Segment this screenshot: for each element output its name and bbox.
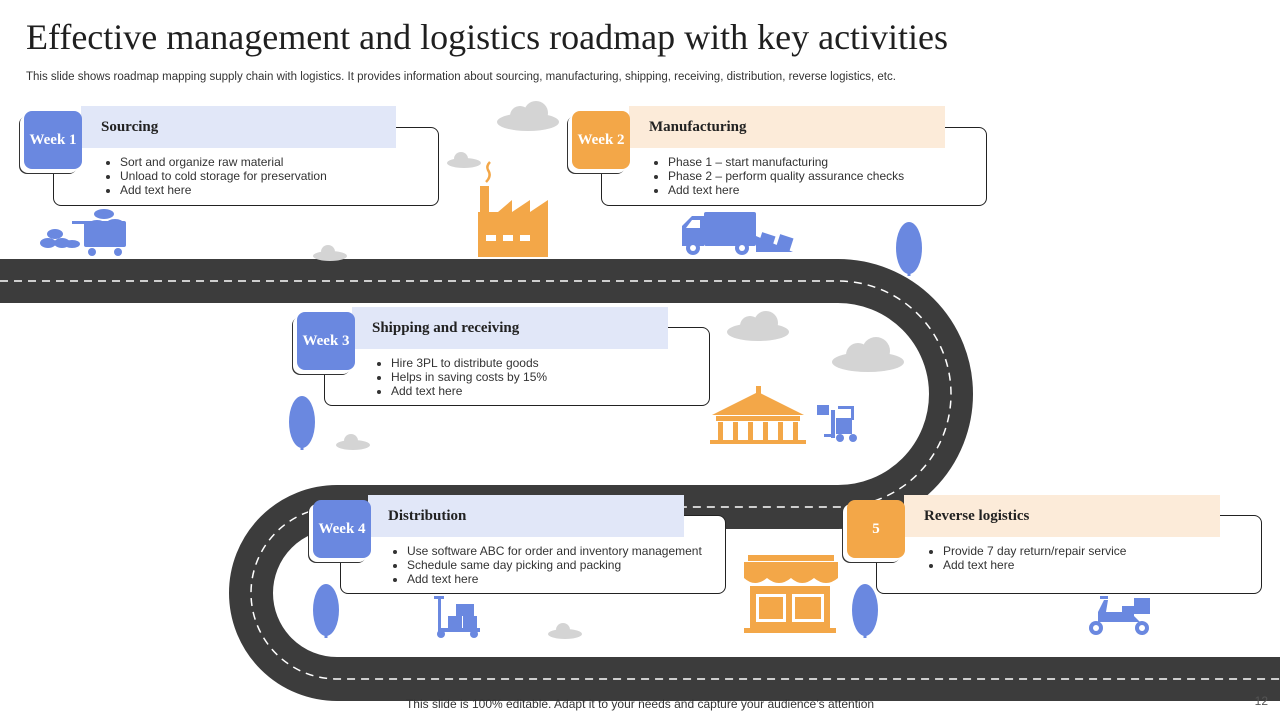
- list-item: Phase 1 – start manufacturing: [668, 155, 904, 169]
- step-list: Phase 1 – start manufacturing Phase 2 – …: [652, 155, 904, 197]
- slide-subtitle: This slide shows roadmap mapping supply …: [26, 71, 896, 83]
- list-item: Add text here: [407, 572, 702, 586]
- delivery-truck-icon: [682, 212, 794, 255]
- cloud-icon: [336, 434, 370, 450]
- step-heading: Shipping and receiving: [352, 307, 668, 349]
- list-item: Schedule same day picking and packing: [407, 558, 702, 572]
- store-icon: [744, 555, 838, 633]
- list-item: Helps in saving costs by 15%: [391, 370, 547, 384]
- cloud-icon: [548, 623, 582, 639]
- list-item: Add text here: [943, 558, 1126, 572]
- forklift-icon: [817, 405, 857, 442]
- tree-icon: [313, 584, 339, 638]
- step-badge: Week 3: [297, 312, 355, 370]
- step-list: Sort and organize raw material Unload to…: [104, 155, 327, 197]
- list-item: Phase 2 – perform quality assurance chec…: [668, 169, 904, 183]
- list-item: Hire 3PL to distribute goods: [391, 356, 547, 370]
- step-list: Provide 7 day return/repair service Add …: [927, 544, 1126, 572]
- list-item: Sort and organize raw material: [120, 155, 327, 169]
- step-list: Hire 3PL to distribute goods Helps in sa…: [375, 356, 547, 398]
- list-item: Add text here: [668, 183, 904, 197]
- factory-icon: [478, 161, 548, 257]
- cloud-icon: [447, 152, 481, 168]
- list-item: Add text here: [120, 183, 327, 197]
- list-item: Use software ABC for order and inventory…: [407, 544, 702, 558]
- step-badge: Week 1: [24, 111, 82, 169]
- tree-icon: [289, 396, 315, 450]
- list-item: Provide 7 day return/repair service: [943, 544, 1126, 558]
- list-item: Unload to cold storage for preservation: [120, 169, 327, 183]
- hand-truck-icon: [434, 596, 480, 638]
- step-list: Use software ABC for order and inventory…: [391, 544, 702, 586]
- step-badge: Week 2: [572, 111, 630, 169]
- cloud-icon: [727, 311, 789, 341]
- step-heading: Reverse logistics: [904, 495, 1220, 537]
- step-badge: 5: [847, 500, 905, 558]
- step-heading: Manufacturing: [629, 106, 945, 148]
- cloud-icon: [313, 245, 347, 261]
- page-number: 12: [1254, 694, 1268, 708]
- step-heading: Sourcing: [81, 106, 396, 148]
- step-badge: Week 4: [313, 500, 371, 558]
- cloud-icon: [832, 337, 904, 372]
- tree-icon: [896, 222, 922, 276]
- shopping-cart-icon: [40, 209, 126, 256]
- slide-title: Effective management and logistics roadm…: [26, 17, 949, 57]
- scooter-icon: [1089, 596, 1150, 635]
- list-item: Add text here: [391, 384, 547, 398]
- tree-icon: [852, 584, 878, 638]
- slide-footer: This slide is 100% editable. Adapt it to…: [405, 697, 875, 711]
- cloud-icon: [497, 101, 559, 131]
- step-heading: Distribution: [368, 495, 684, 537]
- warehouse-icon: [710, 386, 806, 444]
